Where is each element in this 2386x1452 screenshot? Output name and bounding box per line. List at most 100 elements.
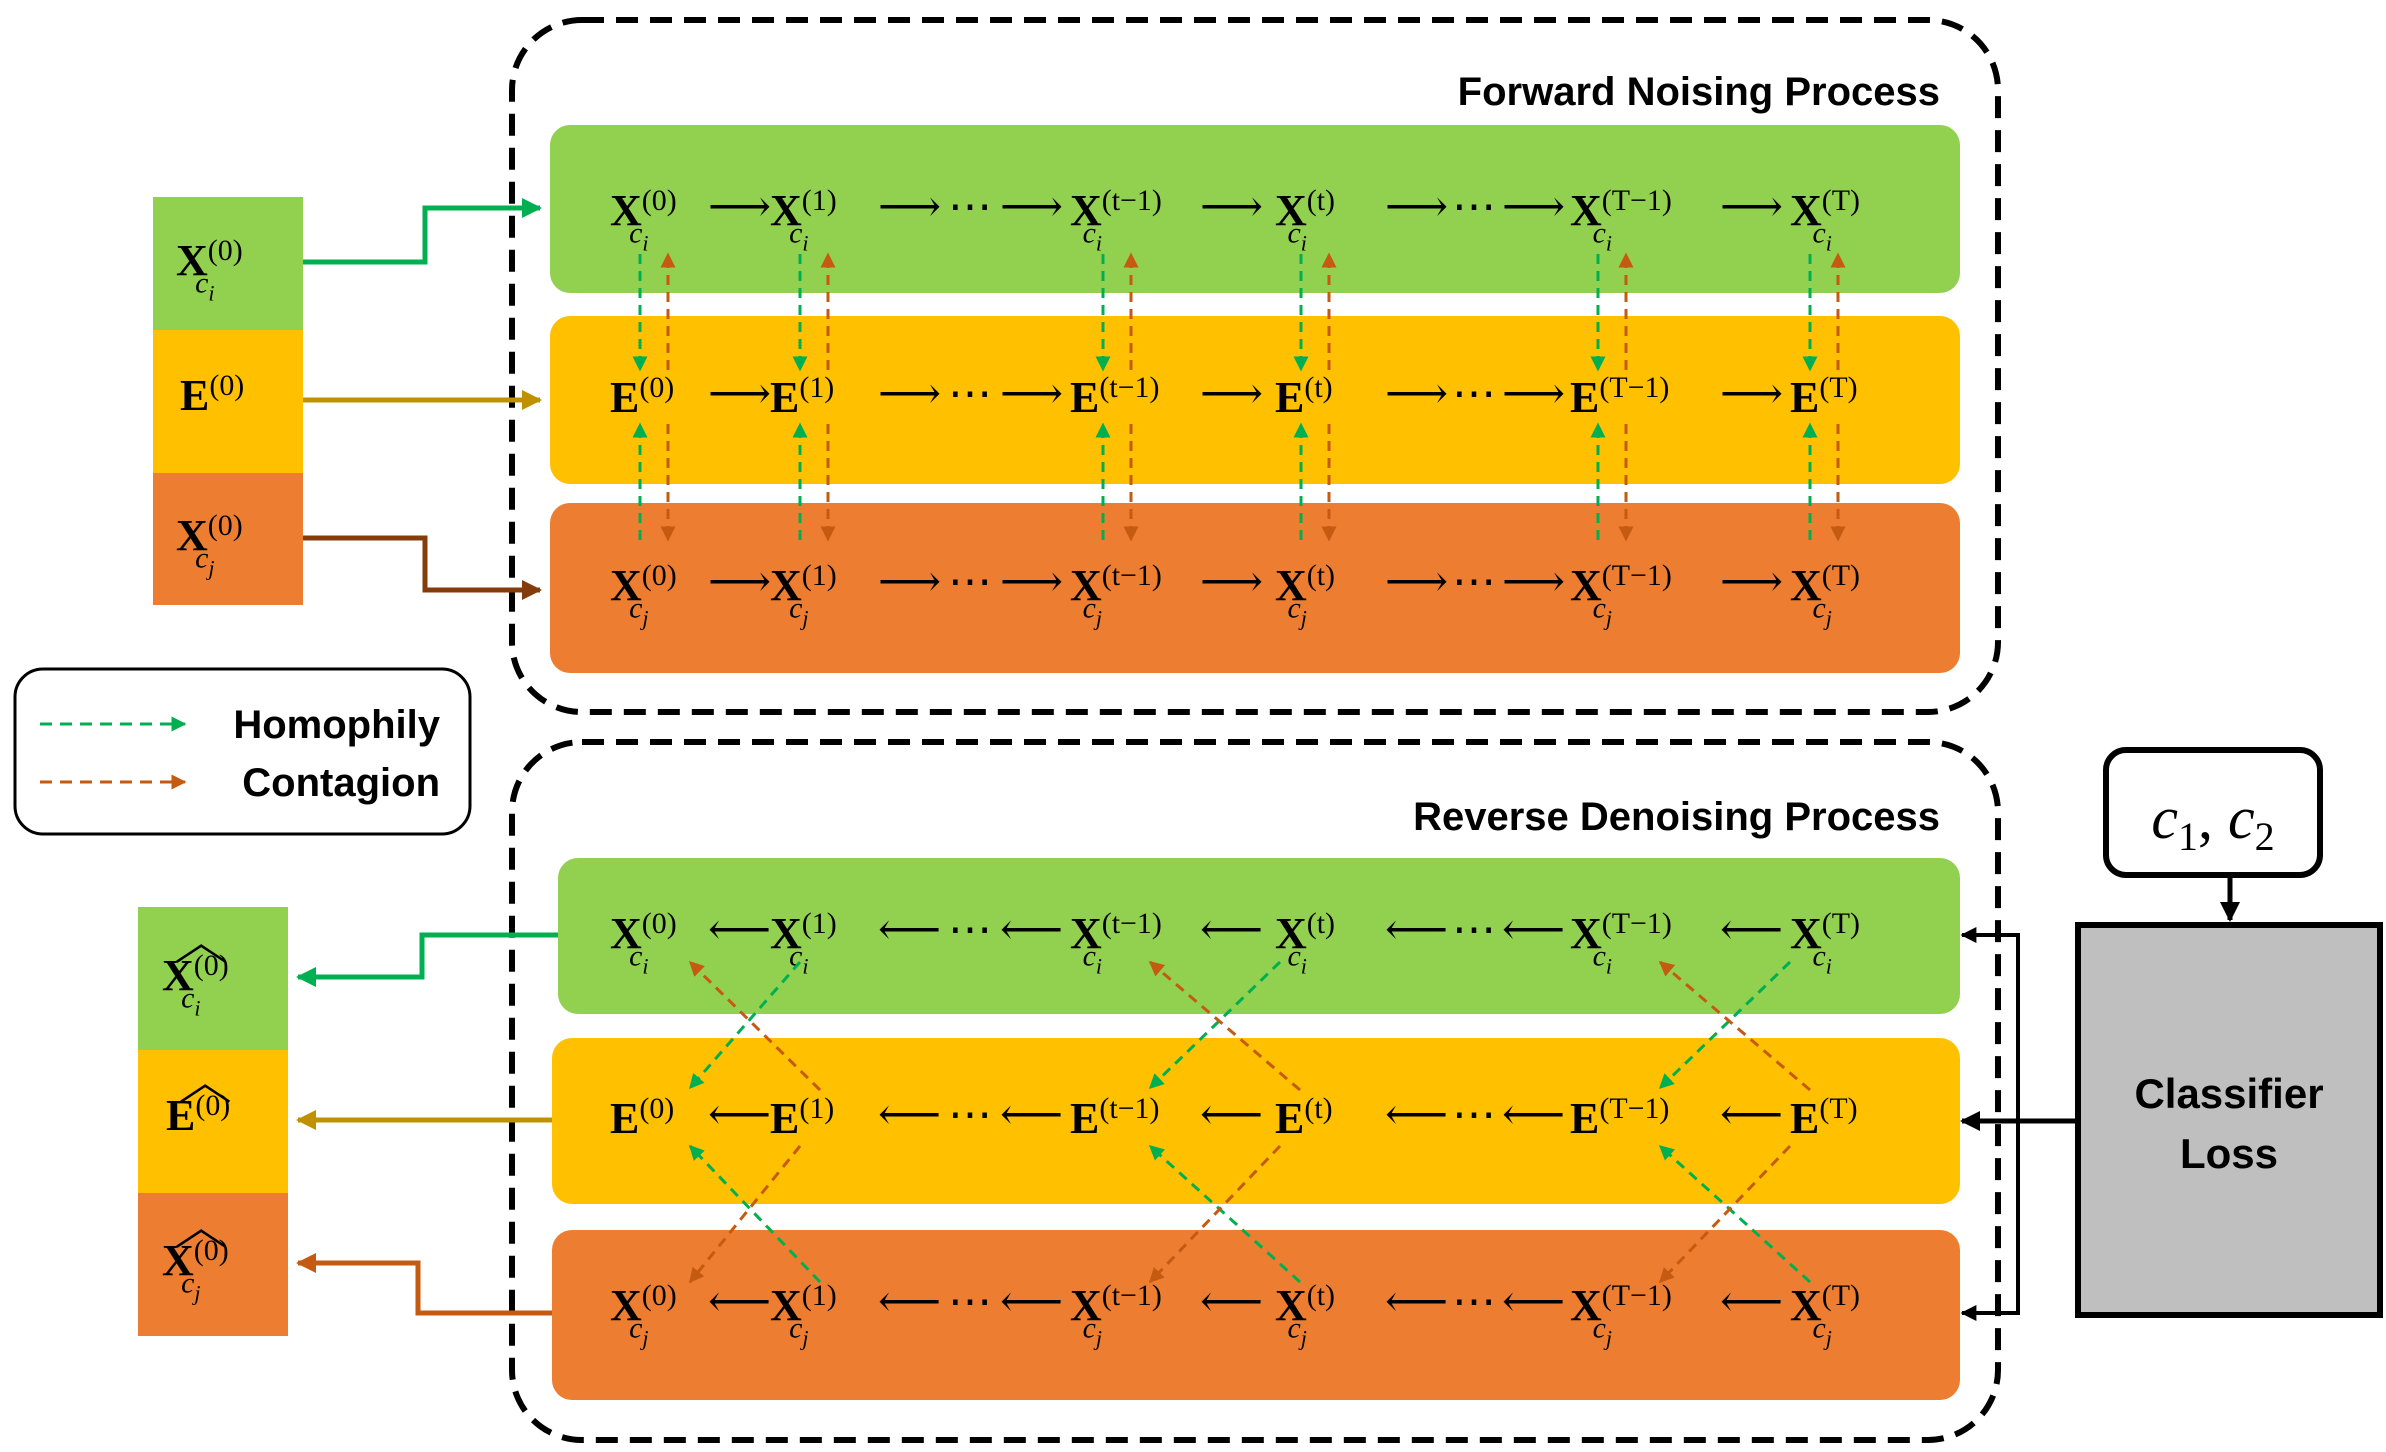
reverse-xci-arrow-e-2: ⟵ [1000, 905, 1063, 954]
svg-text:X(t−1)ci: X(t−1)ci [1070, 184, 1162, 255]
forward-xci-arrow-1-e: ⟶ [878, 182, 941, 231]
svg-text:X(t)ci: X(t)ci [1275, 184, 1335, 255]
input-label-xcj: X(0)cj [176, 509, 243, 580]
svg-text:E(t): E(t) [1275, 1092, 1333, 1143]
forward-e-term-0: E(0) [610, 371, 674, 422]
reverse-band-e [552, 1038, 1960, 1204]
reverse-band-xcj [552, 1230, 1960, 1400]
svg-text:E(0): E(0) [166, 1089, 230, 1140]
svg-text:X(0)ci: X(0)ci [610, 907, 677, 978]
reverse-xci-ellipsis-1: ⋯ [948, 905, 992, 954]
reverse-xcj-arrow-0-1: ⟵ [708, 1277, 771, 1326]
forward-e-arrow-4-5: ⟶ [1720, 369, 1783, 418]
reverse-e-arrow-2-3: ⟵ [1200, 1090, 1263, 1139]
output-block-e [138, 1050, 288, 1193]
hat-icon [176, 944, 227, 963]
forward-xci-ellipsis-1: ⋯ [948, 182, 992, 231]
hat-icon [176, 1229, 227, 1248]
forward-xcj-arrow-3-e: ⟶ [1385, 557, 1448, 606]
forward-e-arrow-2-3: ⟶ [1200, 369, 1263, 418]
reverse-xcj-term-4: X(T−1)cj [1570, 1279, 1672, 1350]
forward-xci-arrow-e-4: ⟶ [1502, 182, 1565, 231]
svg-text:E(T): E(T) [1790, 371, 1858, 422]
reverse-process-frame [509, 739, 2001, 1443]
forward-e-arrow-e-2: ⟶ [1000, 369, 1063, 418]
reverse-xci-arrow-1-e: ⟵ [878, 905, 941, 954]
reverse-xci-arrow-3-e: ⟵ [1385, 905, 1448, 954]
svg-text:X(0)ci: X(0)ci [176, 234, 243, 305]
conditions-label: c1, c2 [2151, 785, 2274, 859]
forward-e-term-4: E(T−1) [1570, 371, 1669, 422]
reverse-process-title: Reverse Denoising Process [1413, 795, 1940, 839]
forward-e-term-1: E(1) [770, 371, 834, 422]
input-label-e: E(0) [180, 369, 244, 420]
reverse-xci-term-0: X(0)ci [610, 907, 677, 978]
reverse-xci-arrow-2-3: ⟵ [1200, 905, 1263, 954]
reverse-xcj-arrow-1-e: ⟵ [878, 1277, 941, 1326]
svg-text:X(t−1)ci: X(t−1)ci [1070, 907, 1162, 978]
svg-text:E(t−1): E(t−1) [1070, 371, 1159, 422]
forward-e-arrow-0-1: ⟶ [708, 369, 771, 418]
reverse-xci-term-4: X(T−1)ci [1570, 907, 1672, 978]
svg-text:E(t): E(t) [1275, 371, 1333, 422]
svg-text:X(T−1)cj: X(T−1)cj [1570, 1279, 1672, 1350]
output-label-e: E(0) [166, 1084, 230, 1140]
reverse-e-ellipsis-2: ⋯ [1452, 1090, 1496, 1139]
reverse-xci-term-3: X(t)ci [1275, 907, 1335, 978]
output-link-xci [296, 932, 558, 987]
legend-homophily-label: Homophily [233, 703, 440, 747]
output-link-xcj [296, 1253, 552, 1316]
forward-xcj-term-5: X(T)cj [1790, 559, 1860, 630]
rev-contagion-top-0 [688, 960, 822, 1092]
forward-xcj-ellipsis-1: ⋯ [948, 557, 992, 606]
svg-text:X(t)ci: X(t)ci [1275, 907, 1335, 978]
forward-xcj-arrow-0-1: ⟶ [708, 557, 771, 606]
reverse-xcj-arrow-4-5: ⟵ [1720, 1277, 1783, 1326]
forward-e-arrow-3-e: ⟶ [1385, 369, 1448, 418]
reverse-xci-term-5: X(T)ci [1790, 907, 1860, 978]
rev-homophily-top-1 [1148, 960, 1282, 1090]
svg-text:E(T−1): E(T−1) [1570, 1092, 1669, 1143]
rev-homophily-top-2 [1658, 960, 1792, 1090]
svg-text:X(T−1)cj: X(T−1)cj [1570, 559, 1672, 630]
legend-contagion-label: Contagion [242, 761, 440, 805]
reverse-xcj-arrow-2-3: ⟵ [1200, 1277, 1263, 1326]
forward-band-xci [550, 125, 1960, 293]
reverse-xci-arrow-e-4: ⟵ [1502, 905, 1565, 954]
forward-process-frame [509, 17, 2001, 715]
input-link-xcj [303, 535, 542, 600]
reverse-e-arrow-3-e: ⟵ [1385, 1090, 1448, 1139]
forward-process-title: Forward Noising Process [1458, 70, 1940, 114]
forward-xci-term-2: X(t−1)ci [1070, 184, 1162, 255]
reverse-xcj-arrow-3-e: ⟵ [1385, 1277, 1448, 1326]
rev-contagion-bot-2 [1658, 1144, 1792, 1284]
forward-xci-term-5: X(T)ci [1790, 184, 1860, 255]
input-label-xci: X(0)ci [176, 234, 243, 305]
forward-xcj-arrow-e-4: ⟶ [1502, 557, 1565, 606]
forward-xcj-arrow-4-5: ⟶ [1720, 557, 1783, 606]
reverse-xcj-arrow-e-4: ⟵ [1502, 1277, 1565, 1326]
reverse-e-arrow-e-2: ⟵ [1000, 1090, 1063, 1139]
forward-band-xcj [550, 503, 1960, 673]
forward-xci-term-4: X(T−1)ci [1570, 184, 1672, 255]
svg-text:X(t−1)cj: X(t−1)cj [1070, 1279, 1162, 1350]
svg-text:X(0)ci: X(0)ci [610, 184, 677, 255]
output-label-xci: X(0)ci [162, 944, 229, 1021]
output-block-xci [138, 907, 288, 1050]
forward-e-term-2: E(t−1) [1070, 371, 1159, 422]
forward-e-term-3: E(t) [1275, 371, 1333, 422]
svg-text:E(0): E(0) [610, 1092, 674, 1143]
classifier-loss-line2: Loss [2180, 1130, 2278, 1177]
svg-text:X(1)ci: X(1)ci [770, 907, 837, 978]
forward-e-term-5: E(T) [1790, 371, 1858, 422]
conditions-box [2103, 747, 2323, 878]
forward-xcj-term-1: X(1)cj [770, 559, 837, 630]
svg-text:X(0)ci: X(0)ci [162, 949, 229, 1020]
reverse-e-arrow-4-5: ⟵ [1720, 1090, 1783, 1139]
forward-xci-term-3: X(t)ci [1275, 184, 1335, 255]
forward-xcj-arrow-2-3: ⟶ [1200, 557, 1263, 606]
forward-xci-term-1: X(1)ci [770, 184, 837, 255]
reverse-xci-ellipsis-2: ⋯ [1452, 905, 1496, 954]
